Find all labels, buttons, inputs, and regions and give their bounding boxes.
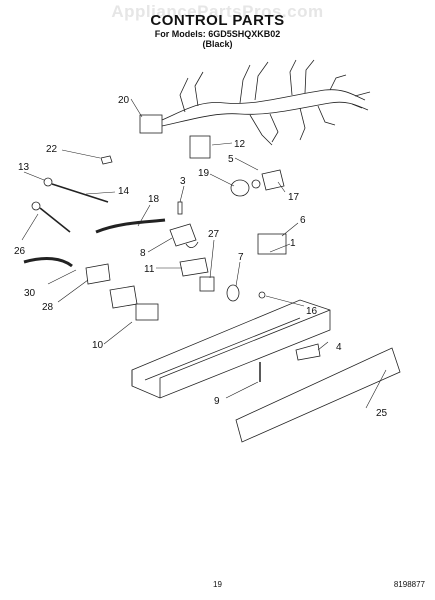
callout-19: 19	[198, 168, 210, 179]
light-assembly	[230, 169, 285, 197]
callout-20: 20	[118, 95, 130, 106]
callout-16: 16	[306, 306, 318, 317]
callout-18: 18	[148, 194, 160, 205]
callout-10: 10	[92, 340, 104, 351]
light-switch	[179, 257, 209, 277]
callout-17: 17	[288, 192, 300, 203]
wiring-label	[199, 276, 215, 292]
color-line: (Black)	[202, 39, 233, 49]
callout-14: 14	[118, 186, 130, 197]
callout-28: 28	[42, 302, 54, 313]
leader-lines	[21, 98, 387, 409]
insulation-pad	[135, 303, 159, 321]
callout-1: 1	[290, 238, 296, 249]
mounting-bracket	[189, 135, 211, 159]
control-panel	[235, 347, 401, 443]
control-knob	[226, 284, 240, 302]
model-line: For Models: 6GD5SHQXKB02	[154, 29, 281, 39]
foam-tube	[95, 218, 166, 234]
callout-26: 26	[14, 246, 26, 257]
watermark: AppliancePartsPros.com	[111, 2, 324, 21]
callout-9: 8	[140, 248, 146, 259]
callout-11: 13	[18, 162, 30, 173]
drain-tube	[23, 257, 73, 268]
callout-3: 3	[180, 176, 186, 187]
callout-6: 6	[300, 215, 306, 226]
wire-clip	[100, 155, 113, 165]
callout-13: 12	[234, 139, 246, 150]
callout-30: 30	[24, 288, 36, 299]
control-housing	[131, 299, 331, 399]
callout-numbers: 20 22 12 5 13 19 3 14 17 18 6 27 26 1 8 …	[14, 95, 388, 419]
cam-switch	[109, 285, 138, 309]
callout-12: 11	[144, 264, 155, 275]
callout-7: 9	[214, 396, 220, 407]
page-number: 19	[213, 580, 222, 589]
page-title: CONTROL PARTS	[150, 12, 285, 29]
mounting-screw	[258, 291, 266, 299]
wire-harness	[139, 59, 371, 146]
callout-8: 7	[238, 252, 244, 263]
retainer-clip	[295, 343, 321, 361]
callout-5: 5	[228, 154, 234, 165]
callout-25: 25	[376, 408, 388, 419]
thermostat	[257, 233, 287, 255]
switch-assembly	[169, 201, 199, 248]
callout-4: 4	[336, 342, 342, 353]
callout-22: 22	[46, 144, 58, 155]
sensor-lead	[31, 201, 71, 233]
thermistor	[43, 177, 109, 203]
document-number: 8198877	[393, 580, 425, 589]
callout-27: 27	[208, 229, 220, 240]
door-switch	[85, 263, 111, 285]
